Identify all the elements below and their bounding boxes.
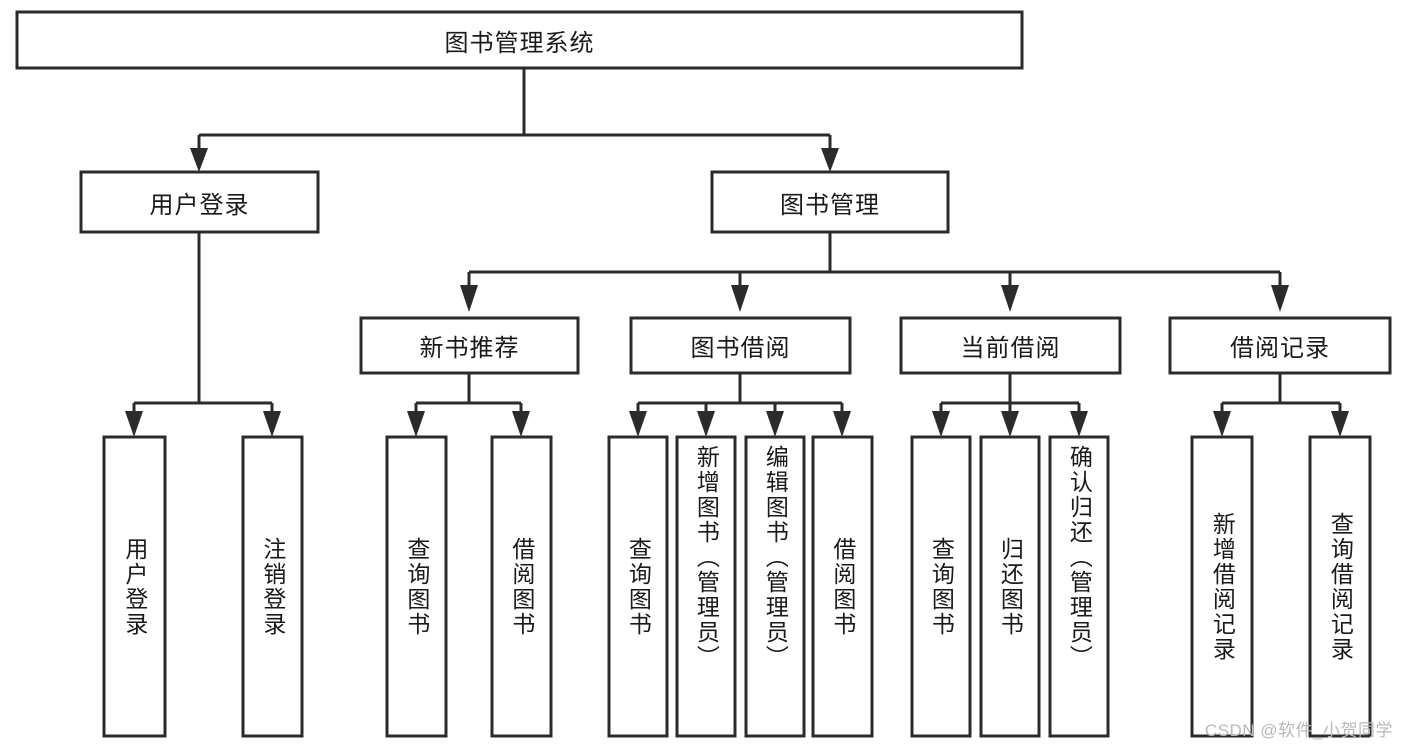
- node-box-leaf-user-login[interactable]: [102, 435, 167, 738]
- node-box-borrow-record[interactable]: [1168, 316, 1392, 375]
- node-box-leaf-logout[interactable]: [241, 435, 304, 738]
- arrow-head-leaf-add-book: [697, 411, 715, 437]
- connector-group-current-borrow: [932, 373, 1088, 437]
- node-box-leaf-query-record[interactable]: [1308, 435, 1372, 738]
- arrow-head-leaf-query-book-3: [932, 411, 950, 437]
- node-box-leaf-edit-book[interactable]: [744, 435, 806, 738]
- node-box-leaf-add-book[interactable]: [675, 435, 737, 738]
- arrow-head-leaf-add-record: [1213, 411, 1231, 437]
- connector-group-borrow-record: [1213, 373, 1349, 437]
- arrow-head-leaf-query-record: [1331, 411, 1349, 437]
- node-box-book-manage[interactable]: [710, 170, 950, 234]
- connector-group-book-manage: [460, 232, 1289, 312]
- node-box-book-borrow[interactable]: [629, 316, 852, 375]
- arrow-head-borrow-record: [1271, 285, 1289, 312]
- arrow-head-current-borrow: [1001, 285, 1019, 312]
- arrow-head-leaf-query-book-2: [629, 411, 647, 437]
- arrow-head-leaf-user-login: [125, 411, 143, 437]
- arrow-head-leaf-logout: [263, 411, 281, 437]
- connector-group-new-book-rec: [407, 373, 530, 437]
- node-box-root[interactable]: [15, 10, 1024, 70]
- node-box-leaf-confirm-return[interactable]: [1048, 435, 1110, 738]
- node-box-leaf-query-book-2[interactable]: [607, 435, 669, 738]
- node-box-leaf-borrow-book-1[interactable]: [490, 435, 553, 738]
- connector-group-root: [190, 68, 839, 172]
- node-box-current-borrow[interactable]: [899, 316, 1122, 375]
- node-box-leaf-query-book-1[interactable]: [385, 435, 448, 738]
- node-box-leaf-borrow-book-2[interactable]: [811, 435, 874, 738]
- arrow-head-leaf-borrow-book-1: [512, 411, 530, 437]
- arrow-head-leaf-confirm-return: [1070, 411, 1088, 437]
- arrow-head-user-login: [190, 148, 208, 172]
- connector-group-user-login: [125, 232, 281, 437]
- arrow-head-leaf-edit-book: [766, 411, 784, 437]
- arrow-head-book-manage: [821, 148, 839, 172]
- node-box-new-book-rec[interactable]: [359, 316, 580, 375]
- node-box-user-login[interactable]: [79, 170, 320, 234]
- arrow-head-new-book-rec: [460, 285, 478, 312]
- arrow-head-leaf-return-book: [1001, 411, 1019, 437]
- connector-group-book-borrow: [629, 373, 851, 437]
- node-box-leaf-add-record[interactable]: [1190, 435, 1254, 738]
- arrow-head-leaf-borrow-book-2: [833, 411, 851, 437]
- node-box-leaf-return-book[interactable]: [979, 435, 1041, 738]
- arrow-head-leaf-query-book-1: [407, 411, 425, 437]
- node-box-leaf-query-book-3[interactable]: [910, 435, 972, 738]
- arrow-head-book-borrow: [731, 285, 749, 312]
